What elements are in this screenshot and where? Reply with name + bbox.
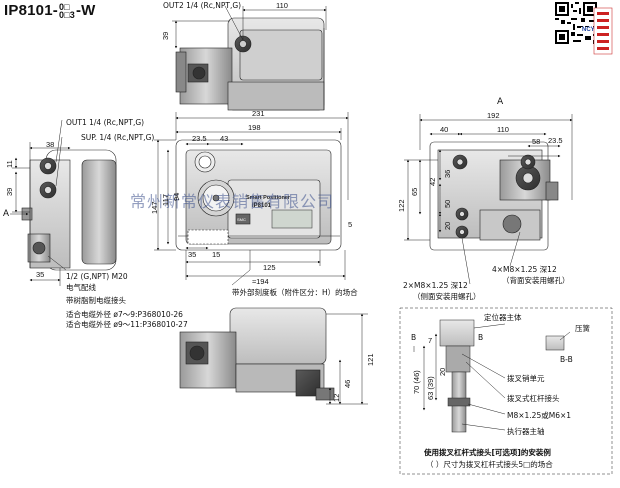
cable-fit-2-label: 适合电缆外径 ø9～11:P368010-27 — [66, 320, 188, 329]
pin-unit-label: 拨叉销单元 — [507, 374, 545, 383]
dim-121: 121 — [366, 353, 375, 366]
dim-50: 50 — [443, 199, 452, 208]
qr-code-icon — [555, 2, 597, 44]
electric-port-label: 1/2 (G,NPT) M20 — [66, 272, 128, 281]
device-name-text: Smart Positioner — [246, 195, 291, 201]
front-view — [175, 139, 342, 251]
dim-198: 198 — [248, 123, 261, 132]
dim-46: 46 — [343, 379, 352, 388]
view-bb-label: B-B — [560, 355, 573, 364]
watermark-text: 常州新常仪表销售有限公司 — [130, 192, 335, 211]
dim-36: 36 — [443, 169, 452, 178]
dim-42: 42 — [428, 177, 437, 186]
mounting-example-inset — [399, 307, 613, 475]
dim-20-inset: 20 — [438, 367, 447, 376]
right-dimensions — [404, 114, 573, 285]
dim-15: 15 — [212, 250, 221, 259]
out1-port-label: OUT1 1/4 (Rc,NPT,G) — [66, 118, 145, 127]
view-a-label: A — [497, 97, 504, 107]
brand-logo-icon — [593, 7, 613, 55]
scale-plate-label: 带外部刻度板（附件区分：H）的场合 — [232, 288, 358, 297]
dim-40: 40 — [440, 125, 449, 134]
back-tap-note: （背面安装用螺孔） — [502, 276, 570, 285]
dim-94: 94 — [172, 192, 181, 201]
dim-194: ≈194 — [252, 277, 269, 286]
dim-a-left: A — [3, 208, 10, 218]
dim-147: 147 — [150, 201, 159, 214]
device-model-text: IP8101 — [252, 203, 272, 209]
lever-joint-label: 拨叉式杠杆接头 — [507, 394, 560, 403]
left-side-view — [21, 149, 117, 271]
actuator-shaft-label: 执行器主轴 — [507, 427, 545, 436]
dim-35-left: 35 — [36, 270, 45, 279]
dim-58: 58 — [532, 137, 541, 146]
dim-20: 20 — [443, 221, 452, 230]
bottom-view — [179, 307, 335, 401]
b-mark-right: B — [478, 333, 484, 342]
top-view — [175, 17, 325, 111]
screw-label: M8×1.25或M6×1 — [507, 411, 572, 420]
dim-122: 122 — [397, 199, 406, 212]
side-tap-note: （侧面安装用螺孔） — [413, 292, 481, 301]
dim-23-5-right: 23.5 — [548, 136, 563, 145]
dim-231: 231 — [252, 109, 265, 118]
example-title-label: 使用拨叉杠杆式接头[可选项]的安装例 — [424, 448, 551, 457]
electric-wiring-label: 电气配线 — [66, 283, 96, 292]
cable-fit-1-label: 适合电缆外径 ø7～9:P368010-26 — [66, 310, 183, 319]
cable-joint-label: 带树脂制电缆接头 — [66, 296, 126, 305]
dim-38: 38 — [46, 140, 55, 149]
dim-11: 11 — [5, 160, 14, 168]
device-brand-text: SMC — [237, 217, 246, 222]
dim-117: 117 — [161, 194, 170, 206]
dim-7: 7 — [428, 336, 433, 345]
side-tap-label: 2×M8×1.25 深12 — [403, 281, 468, 290]
front-dimensions — [154, 112, 349, 286]
dim-5: 5 — [348, 220, 353, 229]
dim-70-46: 70 (46) — [412, 370, 421, 394]
dim-43: 43 — [220, 134, 229, 143]
dim-35-front: 35 — [188, 250, 197, 259]
back-tap-label: 4×M8×1.25 深12 — [492, 265, 557, 274]
dim-65: 65 — [410, 187, 419, 196]
page-title: IP8101-0□0□3-W — [4, 2, 96, 21]
dim-39-left: 39 — [5, 187, 14, 196]
left-dimensions — [10, 119, 71, 286]
spring-label: 压簧 — [575, 324, 590, 333]
dim-110-top: 110 — [276, 1, 288, 10]
dim-63-39: 63 (39) — [426, 376, 435, 400]
dim-125: 125 — [263, 263, 276, 272]
b-mark-left: B — [411, 333, 417, 342]
top-dimensions — [172, 5, 327, 49]
positioner-body-label: 定位器主体 — [484, 313, 522, 322]
bottom-dimensions — [326, 313, 368, 405]
dim-23-5-front: 23.5 — [192, 134, 207, 143]
dim-192: 192 — [487, 111, 500, 120]
right-side-view — [429, 141, 559, 251]
qr-badge: NCY — [581, 27, 596, 33]
supply-port-label: SUP. 1/4 (Rc,NPT,G) — [81, 133, 155, 142]
out2-port-label: OUT2 1/4 (Rc,NPT,G) — [163, 1, 242, 10]
example-note-label: （ ）尺寸为拨叉杠杆式接头5□的场合 — [426, 460, 553, 469]
dim-12: 12 — [332, 393, 341, 402]
dim-110-right: 110 — [497, 125, 509, 134]
dim-39-top: 39 — [161, 31, 170, 40]
